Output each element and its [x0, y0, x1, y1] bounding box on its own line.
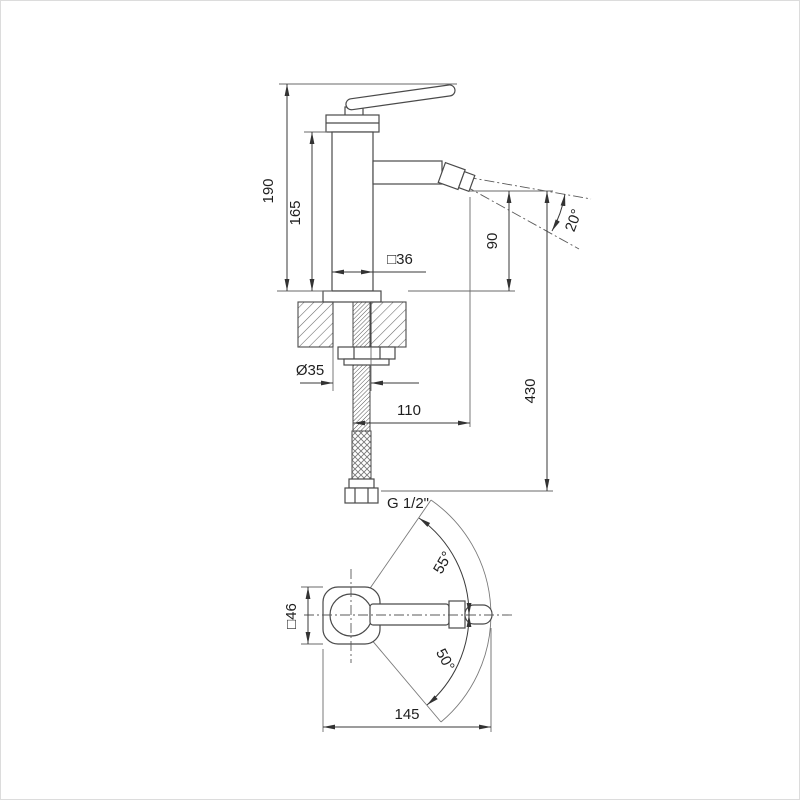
aerator-angle-arc	[551, 193, 566, 232]
base-flange	[322, 290, 382, 303]
swing-ray-lower	[364, 631, 442, 723]
dim-label-body-height: 165	[287, 200, 304, 225]
hose-nut	[344, 487, 379, 504]
countertop-section-left	[297, 301, 334, 348]
top-view: 55° □46 50° 145	[283, 499, 513, 732]
washer	[343, 358, 390, 366]
spout	[372, 160, 443, 185]
hose-ferrule	[348, 478, 375, 489]
dim-label-hole-diameter: Ø35	[296, 362, 324, 379]
dim-label-total-height: 430	[522, 378, 539, 403]
dim-label-swing-lower: 50°	[432, 646, 458, 674]
dim-label-plan-section: □46	[283, 603, 300, 629]
side-view: 190 165 □36 90 20° Ø35 110 430 G 1/2"	[260, 83, 592, 512]
swing-angle-arc-lower	[426, 614, 472, 706]
countertop-section-right	[370, 301, 407, 348]
handle-lever	[345, 84, 456, 111]
threaded-shank	[352, 301, 371, 348]
dim-label-overall-height: 190	[260, 178, 277, 203]
swing-angle-arc-upper	[418, 517, 472, 616]
dim-label-aerator-angle: 20°	[562, 207, 586, 234]
dim-label-spout-height: 90	[484, 233, 501, 250]
threaded-rod	[352, 364, 371, 432]
flexible-hose	[351, 430, 372, 480]
aerator	[437, 161, 476, 193]
handle-nut-plan	[448, 600, 466, 629]
angle-reference-line-lower	[448, 176, 580, 250]
swing-ray-upper	[363, 499, 432, 598]
dim-label-thread: G 1/2"	[387, 495, 429, 512]
mounting-nut	[337, 346, 396, 360]
handle-arm-plan	[369, 603, 450, 626]
faucet-body	[331, 131, 374, 292]
dim-label-spout-reach: 110	[397, 402, 421, 419]
dim-label-plan-length: 145	[394, 706, 419, 723]
dim-label-body-section: □36	[387, 251, 413, 268]
